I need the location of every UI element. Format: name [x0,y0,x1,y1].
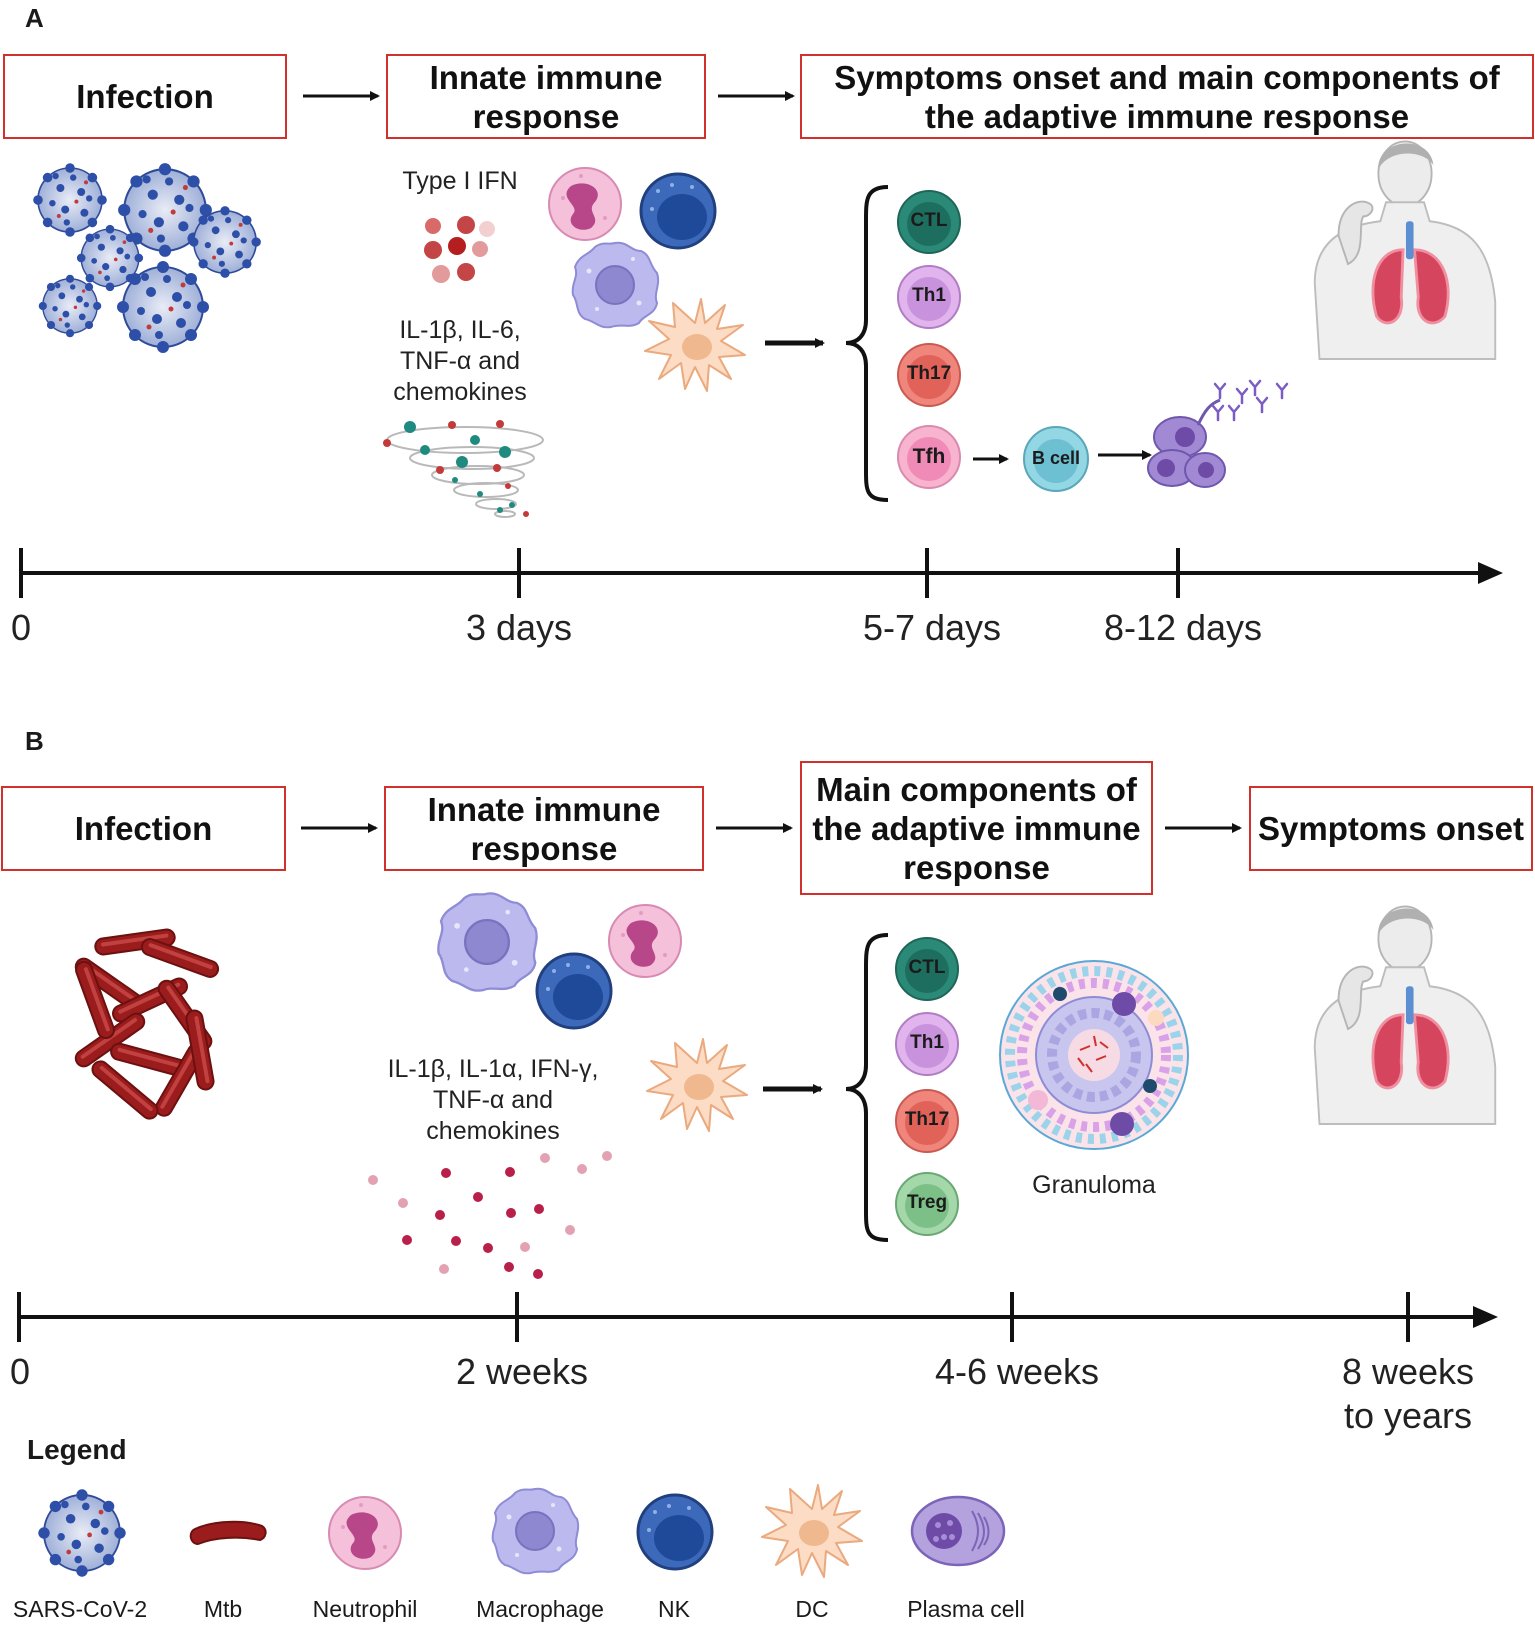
th1-cell-b [895,1012,959,1076]
plasma-cells-icon [1147,398,1226,488]
legend-sars-cov-2-icon [37,1488,127,1578]
cytokines-caption-a: IL-1β, IL-6, TNF-α and chemokines [393,316,527,406]
legend-macrophage-icon [491,1487,580,1575]
granuloma-caption: Granuloma [1032,1171,1156,1199]
legend-title: Legend [27,1434,127,1465]
tfh-label-a: Tfh [912,445,946,468]
bcell-label: B cell [1031,448,1081,468]
timeline-b-tick-2: 4-6 weeks [934,1351,1100,1392]
legend-plasma-cell-icon [910,1495,1006,1567]
type1-ifn-icon [424,216,495,283]
brace-b [845,933,889,1242]
stage-box-innate-a: Innate immune response [386,54,706,139]
timeline-a-tick-3: 8-12 days [1103,607,1263,648]
legend-label-nk: NK [658,1596,690,1622]
timeline-a-tick-1: 3 days [465,607,573,648]
ctl-cell-a [897,190,961,254]
legend-label-mtb: Mtb [203,1596,243,1622]
panel-b-label: B [25,726,44,756]
timeline-b-tick-1: 2 weeks [455,1351,589,1392]
th17-cell-b [895,1089,959,1153]
cytokine-storm-icon [386,426,544,518]
macrophage-icon-b [437,892,538,992]
granuloma-icon [999,960,1189,1150]
th1-label-a: Th1 [912,285,946,306]
legend-dc-icon [761,1484,863,1578]
legend-label-plasma-cell: Plasma cell [907,1596,1025,1622]
neutrophil-icon-a [548,167,622,241]
timeline-b-tick-0: 0 [9,1351,31,1392]
coughing-person-icon-a [1313,140,1497,361]
treg-label-b: Treg [906,1192,948,1213]
th1-label-b: Th1 [910,1032,944,1053]
ctl-cell-b [895,937,959,1001]
legend-label-neutrophil: Neutrophil [312,1596,418,1622]
sars-cov-2-cluster-icon [32,162,262,354]
stage-box-infection-b: Infection [1,786,286,871]
nk-icon-a [639,172,717,250]
stage-box-adaptive-b: Main components of the adaptive immune r… [800,761,1153,895]
stage-box-symptoms-b: Symptoms onset [1249,786,1533,871]
mtb-cluster-icon [71,927,222,1123]
antibodies-icon [1211,379,1289,422]
brace-a [845,185,889,502]
bcell-icon [1023,426,1089,492]
timeline-b-tick-3: 8 weeks to years [1341,1351,1475,1436]
cytokine-dots-icon [383,420,529,517]
th17-label-a: Th17 [906,363,952,384]
legend-label-macrophage: Macrophage [476,1596,604,1622]
stage-box-infection-a: Infection [3,54,287,139]
treg-cell-b [895,1172,959,1236]
legend-nk-icon [636,1493,714,1571]
timeline-a [19,548,1503,598]
neutrophil-icon-b [608,904,682,978]
th1-cell-a [897,265,961,329]
legend-mtb-icon [189,1520,267,1546]
ctl-label-b: CTL [908,957,946,978]
ctl-label-a: CTL [910,210,948,231]
th17-label-b: Th17 [904,1109,950,1130]
dc-icon-a [644,298,746,392]
stage-box-innate-b: Innate immune response [384,786,704,871]
nk-icon-b [535,952,613,1030]
chemokine-dots-icon [368,1151,612,1279]
timeline-b [17,1292,1498,1342]
legend-label-dc: DC [795,1596,829,1622]
macrophage-icon-a [571,241,660,329]
coughing-person-icon-b [1313,905,1497,1126]
legend-label-sars-cov-2: SARS-CoV-2 [12,1596,148,1622]
th17-cell-a [897,343,961,407]
panel-a-label: A [25,3,44,33]
timeline-a-tick-0: 0 [10,607,32,648]
stage-box-adaptive-a: Symptoms onset and main components of th… [800,54,1534,139]
timeline-a-tick-2: 5-7 days [862,607,1002,648]
dc-icon-b [646,1038,748,1132]
tfh-cell-a [897,425,961,489]
cytokines-caption-b: IL-1β, IL-1α, IFN-γ, TNF-α and chemokine… [387,1055,599,1145]
legend-neutrophil-icon [328,1496,402,1570]
type1-ifn-caption: Type I IFN [402,167,518,195]
